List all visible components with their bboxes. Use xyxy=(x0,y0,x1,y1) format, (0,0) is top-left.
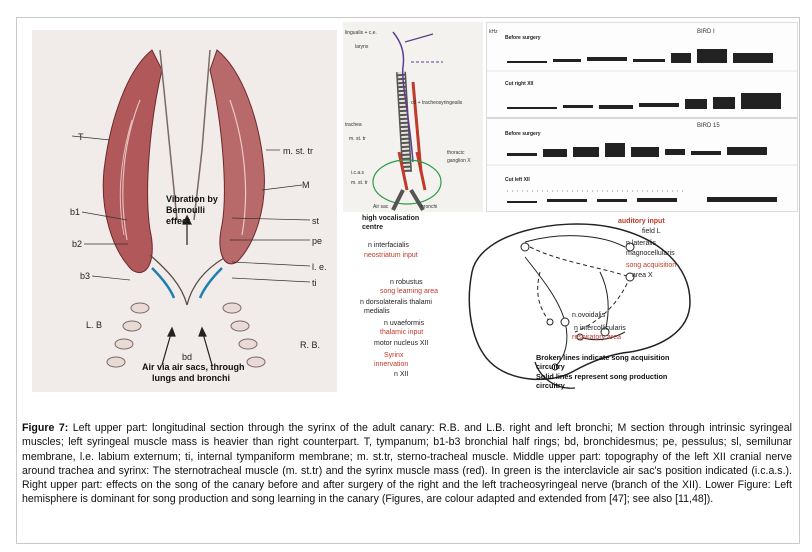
sonogram-figure: kHz BIRD I Before surgery Cut right XII … xyxy=(486,22,798,212)
label-trachea: trachea xyxy=(345,122,362,128)
label-cut-right: Cut right XII xyxy=(505,81,534,87)
label-n-intercollicularis: n intercollicularis xyxy=(574,325,626,332)
figure-caption: Figure 7: Left upper part: longitudinal … xyxy=(22,421,792,507)
label-syrinx-2: innervation xyxy=(374,361,408,368)
label-b3: b3 xyxy=(80,271,90,281)
label-field-l: field L xyxy=(642,228,661,235)
label-RB: R. B. xyxy=(300,340,320,350)
label-m-st-tr-nerve: m. st. tr xyxy=(349,136,366,142)
label-n-robustus: n robustus xyxy=(390,279,423,286)
label-n-xii: n XII xyxy=(394,371,408,378)
label-larynx: larynx xyxy=(355,44,369,50)
label-neostriatum: neostriatum input xyxy=(364,252,418,259)
label-thalamic: thalamic input xyxy=(380,329,423,336)
label-n-ovoidalis: n.ovoidalis xyxy=(572,312,606,319)
label-ganglion: ganglion X xyxy=(447,158,471,164)
label-solid-lines-1: Solid lines represent song production xyxy=(536,372,667,381)
label-n-interfacialis: n interfacialis xyxy=(368,242,409,249)
caption-text: Left upper part: longitudinal section th… xyxy=(22,422,793,506)
label-air-1: Air via air sacs, through xyxy=(142,362,245,372)
label-n-lateralis-2: magnocellularis xyxy=(626,250,675,257)
label-syrinx-1: Syrinx xyxy=(384,352,404,359)
label-song-acquisition: song acquisition xyxy=(626,262,676,269)
label-before-surgery-1: Before surgery xyxy=(505,35,541,41)
label-bd: bd xyxy=(182,352,192,362)
brain-circuitry-figure: high vocalisation centre auditory input … xyxy=(360,212,720,397)
label-lingualis: lingualis + c.e. xyxy=(345,30,377,36)
label-cd-tracheosyringealis: cd + tracheosyringealis xyxy=(411,100,463,106)
label-song-learning: song learning area xyxy=(380,288,438,295)
label-thoracic: thoracic xyxy=(447,150,465,156)
label-vibration-1: Vibration by xyxy=(166,194,218,204)
label-area-x: area X xyxy=(632,272,653,279)
label-pe: pe xyxy=(312,236,322,246)
label-b2: b2 xyxy=(72,239,82,249)
nerve-topography-figure: lingualis + c.e. larynx cd + tracheosyri… xyxy=(343,22,483,212)
label-ti: ti xyxy=(312,278,317,288)
label-vibration-3: effect xyxy=(166,216,190,226)
label-T: T xyxy=(78,132,84,142)
label-bronchi: bronchi xyxy=(421,204,437,210)
label-M: M xyxy=(302,180,310,190)
label-bird1: BIRD I xyxy=(697,29,715,35)
label-n-dorsolateralis-1: n dorsolateralis thalami xyxy=(360,299,432,306)
label-b1: b1 xyxy=(70,207,80,217)
caption-label: Figure 7: xyxy=(22,422,69,434)
label-n-uvaeformis: n uvaeformis xyxy=(384,320,425,327)
label-solid-lines-2: circuitry xyxy=(536,381,566,390)
label-before-surgery-2: Before surgery xyxy=(505,131,541,137)
label-bird15: BIRD 15 xyxy=(697,123,720,129)
label-respiratory: respiratory area xyxy=(572,334,621,341)
label-st: st xyxy=(312,216,320,226)
label-m-st-tr-lower: m. st. tr xyxy=(351,180,368,186)
label-n-lateralis-1: n lateralis xyxy=(626,240,656,247)
label-le: l. e. xyxy=(312,262,327,272)
label-icas: i.c.a.s xyxy=(351,170,365,176)
label-hvc-1: high vocalisation xyxy=(362,215,419,222)
label-broken-lines-2: circuitry xyxy=(536,362,566,371)
syrinx-section-figure: T m. st. tr M st pe l. e. ti b1 b2 b3 L.… xyxy=(32,30,337,392)
label-m-st-tr: m. st. tr xyxy=(283,146,313,156)
label-cut-left: Cut left XII xyxy=(505,177,530,183)
label-air-2: lungs and bronchi xyxy=(152,373,230,383)
label-hvc-2: centre xyxy=(362,224,383,231)
label-motor-xii: motor nucleus XII xyxy=(374,340,429,347)
label-broken-lines-1: Broken lines indicate song acquisition xyxy=(536,353,669,362)
label-vibration-2: Bernoulli xyxy=(166,205,205,215)
label-khz: kHz xyxy=(489,29,498,35)
label-LB: L. B xyxy=(86,320,102,330)
label-air-sac: Air sac xyxy=(373,204,389,210)
label-n-dorsolateralis-2: medialis xyxy=(364,308,390,315)
label-auditory: auditory input xyxy=(618,218,665,225)
